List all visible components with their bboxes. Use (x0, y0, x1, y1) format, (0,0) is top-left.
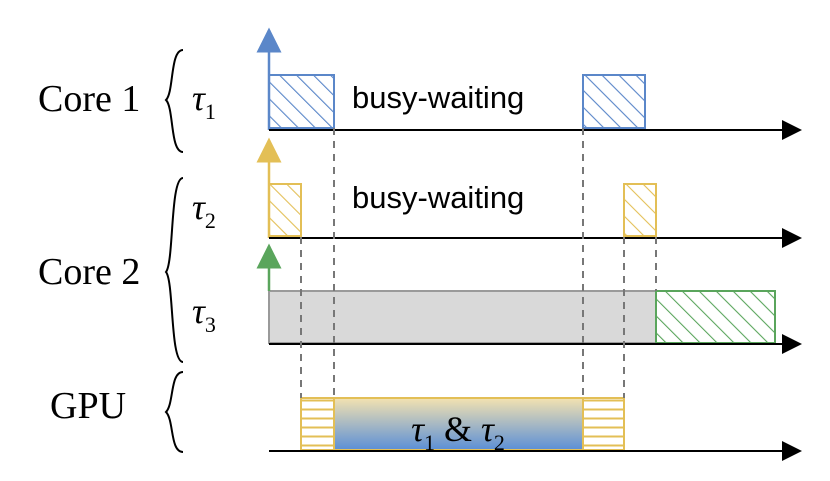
core2-tau2-block-1 (268, 183, 302, 237)
gpu-brace (164, 371, 184, 453)
core2-tau3-exec (655, 290, 776, 344)
core2-tau3-blocked (268, 290, 657, 344)
gpu-copy-out-block (582, 397, 625, 451)
core1-busy-waiting: busy-waiting (352, 80, 524, 115)
core2-busy-waiting: busy-waiting (352, 180, 524, 215)
gpu-job-label: τ1 & τ2 (411, 409, 505, 455)
core1-exec-block-1 (268, 74, 335, 129)
core2-label: Core 2 (38, 251, 140, 293)
core1-task-label: τ1 (192, 78, 216, 124)
core1-brace (164, 49, 184, 153)
gpu-label: GPU (50, 385, 126, 427)
core2-task3-label: τ3 (192, 291, 216, 337)
core2-task2-label: τ2 (192, 187, 216, 233)
core2-brace (164, 177, 184, 363)
core1-exec-block-2 (582, 74, 646, 129)
gpu-copy-in-block (300, 397, 335, 451)
core1-label: Core 1 (38, 78, 140, 120)
core2-tau2-block-2 (623, 183, 657, 237)
